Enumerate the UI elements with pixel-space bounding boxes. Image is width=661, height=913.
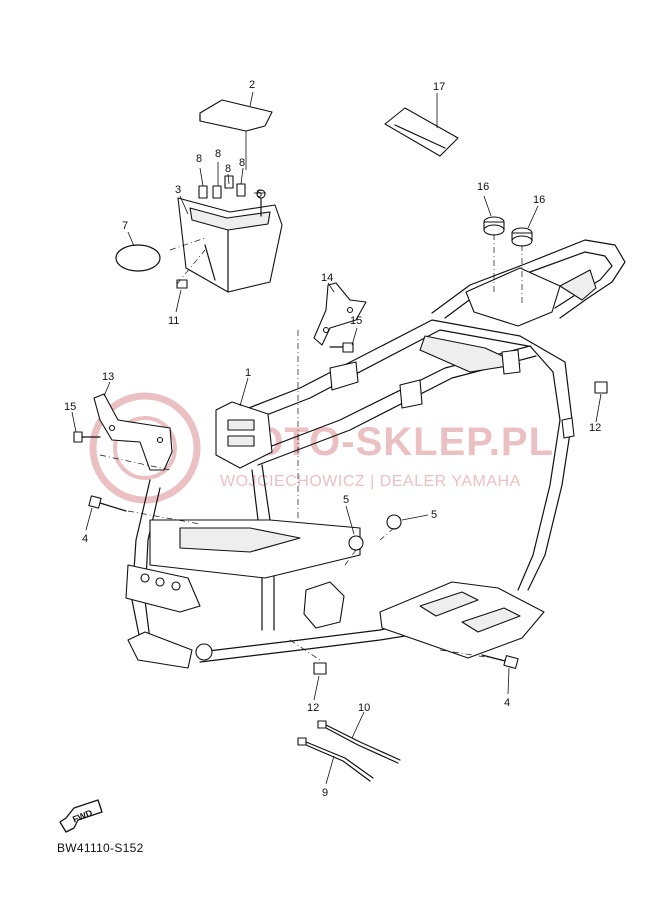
watermark-main-text: MOTO-SKLEP.PL [218,420,554,464]
leader-lines [71,91,602,785]
part-damper-16a [483,216,505,236]
callout-4b: 4 [504,697,510,709]
part-frame [125,239,626,669]
callout-2: 2 [249,79,255,91]
callout-15a: 15 [64,401,76,413]
part-bracket-14 [313,282,367,346]
callout-8d: 8 [239,157,245,169]
callout-3: 3 [175,184,181,196]
diagram-code: BW41110-S152 [57,841,144,855]
callout-16b: 16 [533,194,545,206]
callout-15b: 15 [350,315,362,327]
callout-1: 1 [245,367,251,379]
assembly-lines [99,234,523,661]
callout-7: 7 [122,220,128,232]
callout-10: 10 [358,702,370,714]
watermark-sub-text: WOJCIECHOWICZ | DEALER YAMAHA [220,473,521,490]
callout-8a: 8 [196,153,202,165]
part-bracket-13 [93,393,173,471]
part-bolt-15a [73,431,101,443]
watermark: MOTO-SKLEP.PL WOJCIECHOWICZ | DEALER YAM… [89,392,554,504]
part-bolt-15b [329,342,354,353]
callout-8b: 8 [215,148,221,160]
callout-14: 14 [321,272,333,284]
part-band [115,244,161,272]
watermark-logo-inner [113,416,177,480]
part-document-bag [384,93,459,157]
callout-17: 17 [433,81,445,93]
callout-12a: 12 [589,422,601,434]
callout-9: 9 [322,787,328,799]
part-battery-cover [199,99,273,170]
callout-8c: 8 [225,163,231,175]
part-cable-tie-10 [317,720,401,764]
callout-12b: 12 [307,702,319,714]
callout-6: 6 [256,188,262,200]
part-clip-12a [594,381,608,394]
callout-11: 11 [168,315,179,327]
part-bolt-4b [481,654,519,669]
callouts: 2 17 8 8 8 8 3 6 7 11 16 16 14 15 13 1 1… [64,79,601,799]
fwd-arrow-icon: FWD [59,799,103,833]
callout-4a: 4 [82,533,88,545]
part-damper-16b [511,227,533,247]
callout-13: 13 [102,371,114,383]
part-battery-box [176,175,283,293]
part-bolt-4a [88,495,127,512]
callout-16a: 16 [477,181,489,193]
callout-5a: 5 [343,494,349,506]
part-cable-tie-9 [297,737,374,782]
part-clip-12b [313,662,327,675]
callout-5b: 5 [431,509,437,521]
